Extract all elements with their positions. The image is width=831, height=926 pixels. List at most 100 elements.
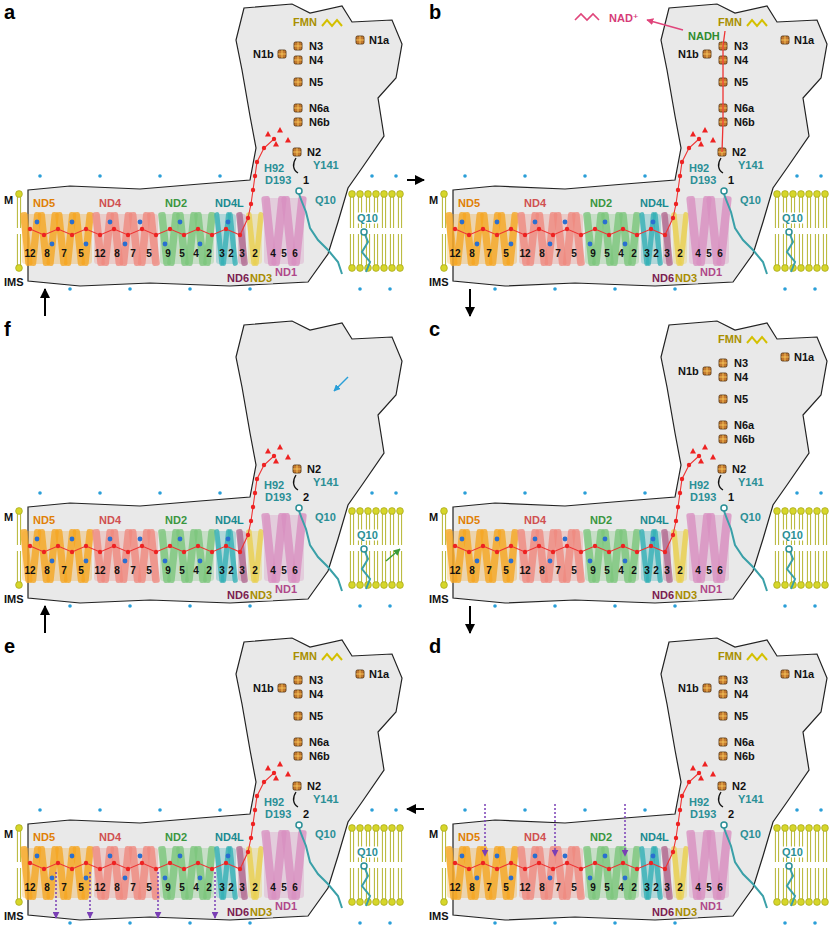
lipid-tail bbox=[815, 234, 816, 265]
ligand-label: NAD⁺ bbox=[608, 13, 640, 24]
helix-number: 6 bbox=[291, 883, 299, 893]
lipid-tail bbox=[778, 197, 779, 228]
quinone-label: Q10 bbox=[356, 530, 379, 541]
water-dot bbox=[783, 287, 787, 291]
cofactor-label: N5 bbox=[733, 77, 749, 88]
charged-residue bbox=[224, 861, 228, 865]
helix-number: 7 bbox=[554, 249, 562, 259]
water-dot bbox=[495, 537, 500, 542]
lipid bbox=[381, 508, 388, 589]
lipid-head bbox=[822, 825, 829, 832]
cofactor-label: N3 bbox=[733, 41, 749, 52]
lipid-tail bbox=[810, 197, 811, 228]
lipid bbox=[822, 191, 829, 272]
charged-residue bbox=[126, 550, 130, 554]
lipid-tail bbox=[393, 197, 394, 228]
quinone-label: Q10 bbox=[739, 512, 762, 523]
fes-cluster-body bbox=[294, 676, 302, 684]
water-dot bbox=[370, 491, 374, 495]
charged-residue bbox=[56, 544, 60, 548]
lipid bbox=[441, 508, 448, 589]
proton-pump-arrow bbox=[214, 872, 216, 918]
water-dot bbox=[493, 921, 497, 925]
lipid-tail bbox=[17, 868, 18, 899]
lipid bbox=[814, 825, 821, 906]
membrane-side-label: IMS bbox=[428, 594, 450, 605]
panel: e bbox=[0, 634, 406, 922]
lipid-tail bbox=[390, 197, 391, 228]
fes-cluster-bond bbox=[293, 782, 301, 790]
lipid-tail bbox=[353, 234, 354, 265]
lipid-tail bbox=[385, 551, 386, 582]
lipid-tail bbox=[374, 868, 375, 899]
residue-label: D193 bbox=[264, 809, 292, 820]
fes-cluster-bond bbox=[356, 670, 364, 678]
charge-triangle bbox=[710, 137, 716, 143]
lipid-head bbox=[774, 191, 781, 198]
helix bbox=[37, 846, 50, 900]
lipid-tail bbox=[353, 551, 354, 582]
membrane-side-label: M bbox=[3, 512, 14, 523]
charged-residue bbox=[565, 861, 569, 865]
charged-residue bbox=[551, 550, 555, 554]
lipid-tail bbox=[390, 234, 391, 265]
lipid-tail bbox=[810, 868, 811, 899]
lipid bbox=[381, 191, 388, 272]
lipid-tail bbox=[353, 197, 354, 228]
lipid-head bbox=[349, 582, 356, 589]
lipid-head bbox=[806, 899, 813, 906]
lipid-tail bbox=[374, 551, 375, 582]
lipid-tail bbox=[382, 514, 383, 545]
helix-number: 3 bbox=[643, 249, 651, 259]
water-dot bbox=[226, 220, 231, 225]
water-dot bbox=[123, 876, 128, 881]
helix bbox=[261, 513, 277, 584]
lipid-tail bbox=[823, 831, 824, 862]
loop bbox=[294, 158, 298, 173]
water-dot bbox=[623, 559, 628, 564]
fes-cluster-body bbox=[719, 690, 727, 698]
charge-triangle bbox=[277, 444, 283, 450]
loop bbox=[719, 792, 723, 807]
charge-triangle bbox=[265, 448, 271, 454]
charge-triangle bbox=[690, 131, 696, 137]
subunit-label: ND4L bbox=[639, 515, 670, 526]
lipid-tail bbox=[353, 868, 354, 899]
lipid-tail bbox=[823, 551, 824, 582]
fes-cluster bbox=[781, 353, 789, 361]
helix-number: 4 bbox=[617, 249, 625, 259]
helix-number: 6 bbox=[716, 249, 724, 259]
lipid-head bbox=[798, 265, 805, 272]
helix-number: 9 bbox=[589, 249, 597, 259]
lipid-tail bbox=[818, 234, 819, 265]
water-dot bbox=[188, 921, 192, 925]
cofactor-label: N6a bbox=[733, 420, 755, 431]
lipid-tail bbox=[823, 234, 824, 265]
water-dot bbox=[475, 876, 480, 881]
charged-residue bbox=[246, 850, 250, 854]
helix bbox=[462, 212, 475, 266]
charged-residue bbox=[272, 771, 276, 775]
cofactor-label: N1b bbox=[252, 683, 275, 694]
fes-cluster-body bbox=[703, 367, 711, 375]
water-dot bbox=[84, 242, 89, 247]
fes-cluster bbox=[294, 42, 302, 50]
water-dot bbox=[68, 287, 72, 291]
residue-label: H92 bbox=[263, 797, 285, 808]
subunit-label: ND5 bbox=[457, 515, 481, 526]
lipid-tail bbox=[401, 831, 402, 862]
helix bbox=[462, 529, 475, 583]
helix-number: 4 bbox=[617, 566, 625, 576]
helix-number: 2 bbox=[227, 249, 235, 259]
lipid-head bbox=[365, 191, 372, 198]
fes-cluster bbox=[719, 676, 727, 684]
charged-residue bbox=[255, 794, 259, 798]
subunit-label: ND2 bbox=[589, 198, 613, 209]
fes-cluster bbox=[356, 670, 364, 678]
state-number: 2 bbox=[302, 492, 310, 503]
proton-wire bbox=[30, 456, 274, 552]
lipid bbox=[822, 508, 829, 589]
residue-label: Y141 bbox=[737, 160, 765, 171]
fes-cluster bbox=[356, 36, 364, 44]
